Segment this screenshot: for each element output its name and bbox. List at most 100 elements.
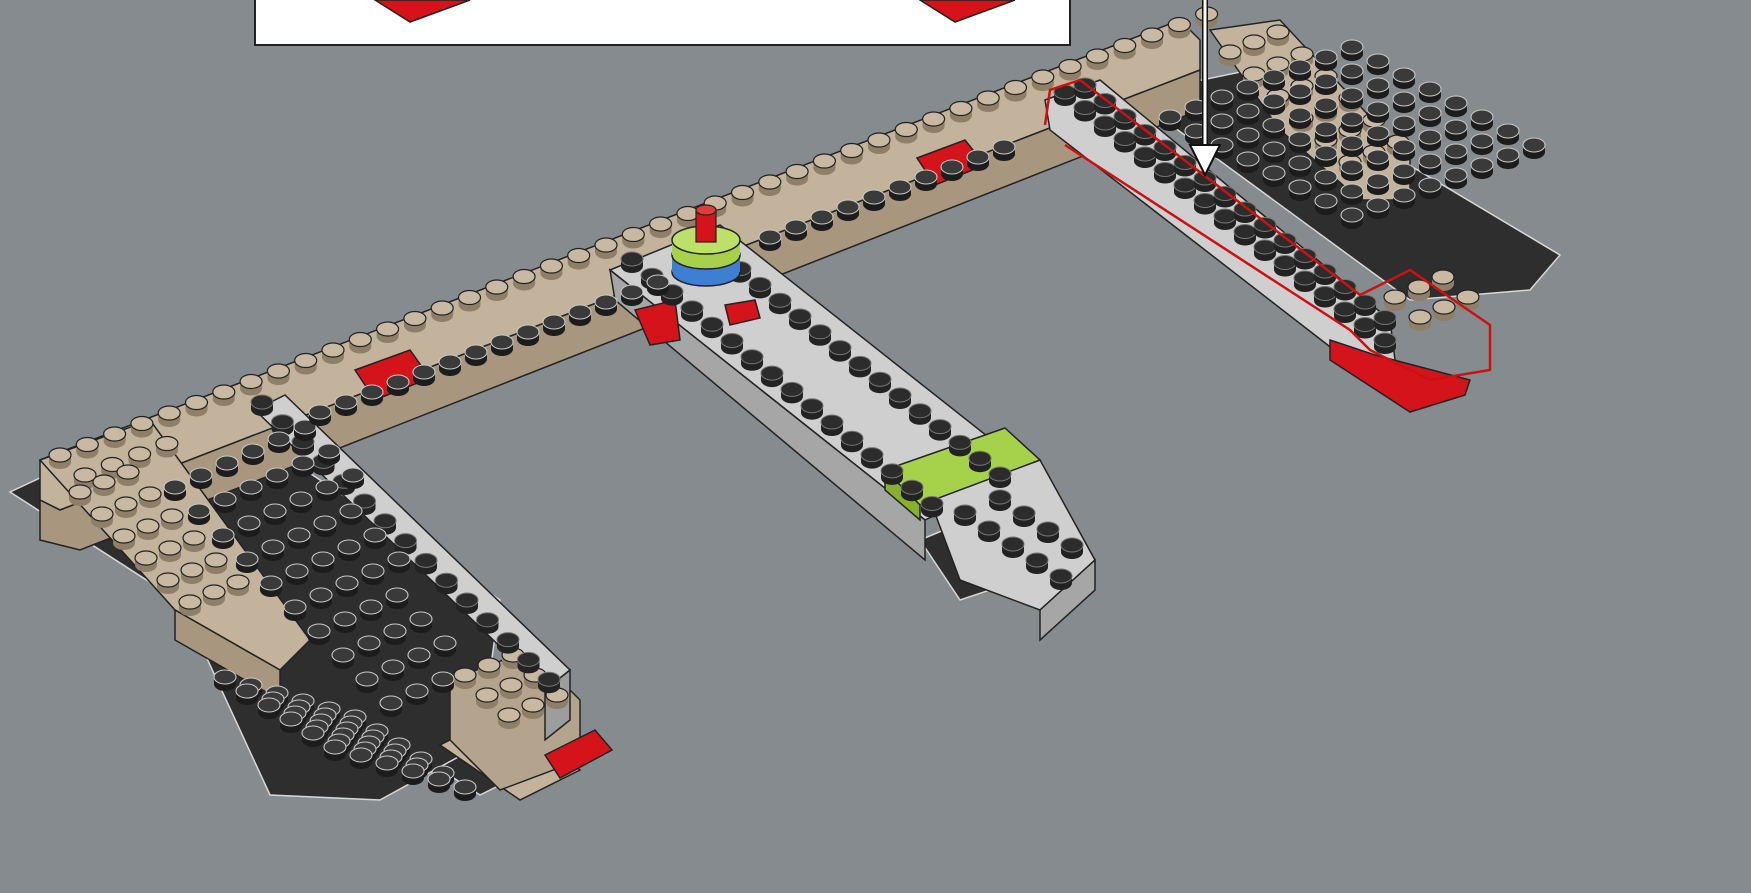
stud — [376, 756, 398, 777]
stud — [1294, 271, 1316, 292]
stud — [949, 435, 971, 456]
stud — [1061, 538, 1083, 559]
stud — [749, 277, 771, 298]
stud — [1237, 104, 1259, 125]
stud — [350, 748, 372, 769]
stud — [498, 708, 520, 729]
stud — [861, 448, 883, 469]
stud — [1214, 209, 1236, 230]
stud — [1445, 144, 1467, 165]
stud — [811, 210, 833, 231]
stud — [135, 551, 157, 572]
stud — [214, 492, 236, 513]
stud — [1315, 74, 1337, 95]
stud — [388, 552, 410, 573]
stud — [978, 521, 1000, 542]
stud — [1315, 122, 1337, 143]
stud — [1237, 128, 1259, 149]
stud — [1341, 112, 1363, 133]
stud — [989, 490, 1011, 511]
stud — [439, 355, 461, 376]
stud — [364, 528, 386, 549]
stud — [1267, 25, 1289, 46]
stud — [413, 365, 435, 386]
stud — [213, 385, 235, 406]
stud — [1523, 138, 1545, 159]
stud — [1211, 90, 1233, 111]
callout-box — [255, 0, 1070, 45]
stud — [785, 220, 807, 241]
stud — [621, 252, 643, 273]
stud — [340, 504, 362, 525]
stud — [406, 684, 428, 705]
stud — [316, 480, 338, 501]
stud — [188, 504, 210, 525]
stud — [415, 553, 437, 574]
stud — [1393, 116, 1415, 137]
stud — [1367, 78, 1389, 99]
stud — [159, 541, 181, 562]
stud — [1341, 160, 1363, 181]
stud — [104, 427, 126, 448]
stud — [284, 600, 306, 621]
stud — [941, 160, 963, 181]
stud — [183, 531, 205, 552]
stud — [205, 553, 227, 574]
stud — [721, 334, 743, 355]
stud — [382, 660, 404, 681]
stud — [335, 395, 357, 416]
stud — [402, 764, 424, 785]
stud — [1211, 114, 1233, 135]
stud — [769, 293, 791, 314]
stud — [1114, 132, 1136, 153]
stud — [915, 170, 937, 191]
stud — [813, 154, 835, 175]
stud — [349, 333, 371, 354]
stud — [314, 516, 336, 537]
stud — [801, 399, 823, 420]
stud — [49, 448, 71, 469]
stud — [1419, 82, 1441, 103]
stud — [280, 712, 302, 733]
stud — [889, 180, 911, 201]
stud — [336, 576, 358, 597]
stud — [477, 613, 499, 634]
stud — [1408, 280, 1430, 301]
stud — [538, 672, 560, 693]
stud — [1237, 80, 1259, 101]
stud — [1159, 110, 1181, 131]
stud — [901, 480, 923, 501]
stud — [1393, 188, 1415, 209]
stud — [1471, 134, 1493, 155]
stud — [139, 487, 161, 508]
stud — [540, 259, 562, 280]
stud — [1393, 92, 1415, 113]
stud — [454, 780, 476, 801]
stud — [841, 431, 863, 452]
stud — [338, 540, 360, 561]
stud — [267, 364, 289, 385]
stud — [186, 396, 208, 417]
stud — [1384, 290, 1406, 311]
stud — [1367, 150, 1389, 171]
stud — [158, 406, 180, 427]
stud — [190, 468, 212, 489]
stud — [993, 140, 1015, 161]
stud — [431, 301, 453, 322]
stud — [408, 648, 430, 669]
stud — [1315, 146, 1337, 167]
stud — [1289, 132, 1311, 153]
stud — [1237, 152, 1259, 173]
stud — [518, 652, 540, 673]
stud — [410, 612, 432, 633]
stud — [1393, 164, 1415, 185]
stud — [380, 696, 402, 717]
stud — [759, 175, 781, 196]
stud — [1086, 49, 1108, 70]
stud — [1445, 96, 1467, 117]
stud — [829, 341, 851, 362]
stud — [950, 102, 972, 123]
stud — [1315, 194, 1337, 215]
stud — [161, 509, 183, 530]
stud — [1219, 45, 1241, 66]
